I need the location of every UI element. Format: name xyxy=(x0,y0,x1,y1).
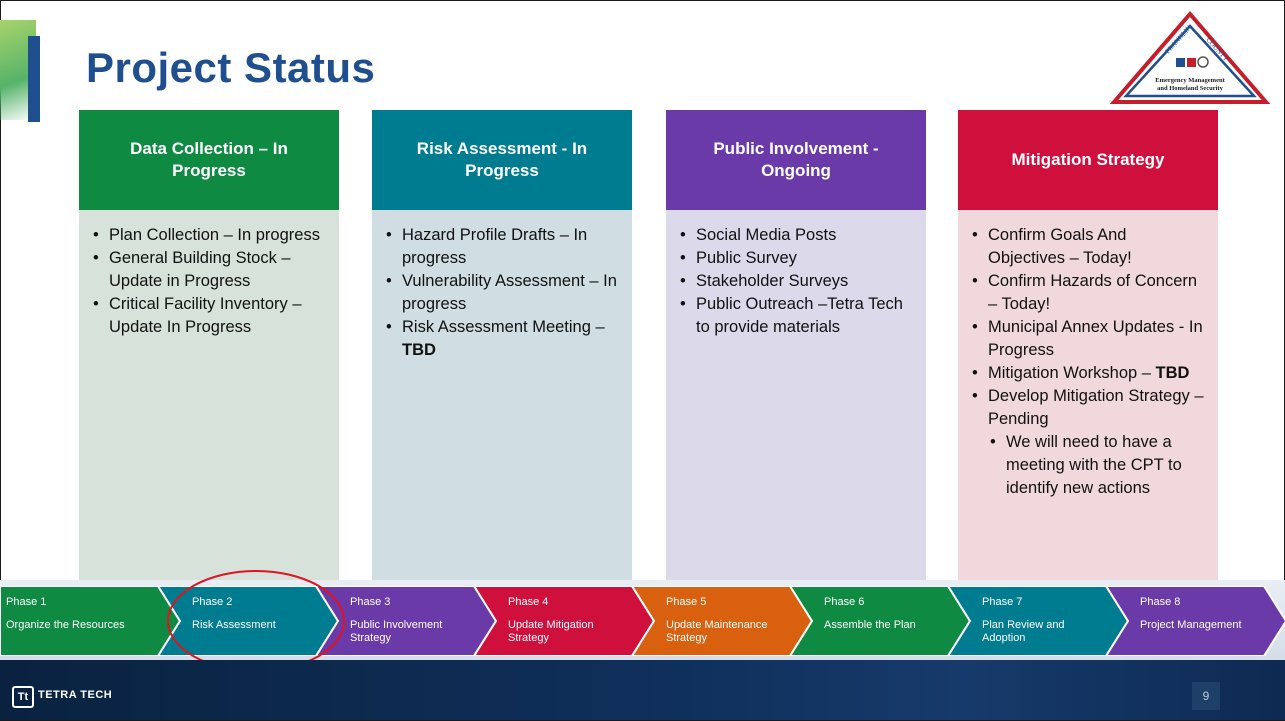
column-body-1: Plan Collection – In progressGeneral Bui… xyxy=(79,210,339,585)
status-item-text: Develop Mitigation Strategy – Pending xyxy=(988,387,1204,428)
phase-name: Risk Assessment xyxy=(192,619,276,631)
phase-number: Phase 4 xyxy=(508,596,549,608)
status-item-text: Social Media Posts xyxy=(696,226,837,244)
phase-chevron-8 xyxy=(1104,586,1285,656)
status-item-text: Critical Facility Inventory – Update In … xyxy=(109,295,302,336)
phase-name: Update Maintenance Strategy xyxy=(666,619,768,644)
status-item-text: General Building Stock – Update in Progr… xyxy=(109,249,291,290)
status-item: Stakeholder Surveys xyxy=(678,270,916,293)
column-header-4: Mitigation Strategy xyxy=(958,110,1218,210)
status-item: Risk Assessment Meeting – TBD xyxy=(384,316,622,362)
column-body-4: Confirm Goals And Objectives – Today! Con… xyxy=(958,210,1218,585)
status-item: Develop Mitigation Strategy – Pending xyxy=(970,385,1208,431)
phase-name: Plan Review and Adoption xyxy=(982,619,1065,644)
accent-bar xyxy=(28,36,40,122)
status-item-text: Stakeholder Surveys xyxy=(696,272,849,290)
status-item-text: Confirm Hazards of Concern – Today! xyxy=(988,272,1198,313)
status-item: Confirm Goals And Objectives – Today! xyxy=(970,224,1208,270)
status-item-text: Public Outreach –Tetra Tech to provide m… xyxy=(696,295,903,336)
status-item: Hazard Profile Drafts – In progress xyxy=(384,224,622,270)
phase-name: Assemble the Plan xyxy=(824,619,916,631)
logo-line1: Emergency Management xyxy=(1155,77,1225,84)
page-number: 9 xyxy=(1192,682,1220,710)
status-item-text: Hazard Profile Drafts – In progress xyxy=(402,226,588,267)
phase-number: Phase 3 xyxy=(350,596,391,608)
status-item: We will need to have a meeting with the … xyxy=(988,431,1208,500)
phase-chevron-7 xyxy=(946,586,1130,656)
status-item-text: Public Survey xyxy=(696,249,797,267)
phase-name: Organize the Resources xyxy=(6,619,125,631)
status-item: Municipal Annex Updates - In Progress xyxy=(970,316,1208,362)
phase-number: Phase 8 xyxy=(1140,596,1181,608)
status-item: Vulnerability Assessment – In progress xyxy=(384,270,622,316)
phase-name: Update Mitigation Strategy xyxy=(508,619,594,644)
column-header-3: Public Involvement - Ongoing xyxy=(666,110,926,210)
status-item-text: Risk Assessment Meeting – xyxy=(402,318,605,336)
phase-name: Public Involvement Strategy xyxy=(350,619,443,644)
status-item: Public Survey xyxy=(678,247,916,270)
status-item-text: Confirm Goals And Objectives – Today! xyxy=(988,226,1132,267)
status-item-text: We will need to have a meeting with the … xyxy=(1006,433,1182,497)
status-item: Mitigation Workshop – TBD xyxy=(970,362,1208,385)
county-logo: FRANKLIN COUNTY Emergency Management and… xyxy=(1110,10,1270,104)
phase-chevron-5 xyxy=(630,586,814,656)
status-item-emphasis: TBD xyxy=(402,341,436,359)
status-item: General Building Stock – Update in Progr… xyxy=(91,247,329,293)
company-name: TETRA TECH xyxy=(38,689,113,701)
column-header-1: Data Collection – In Progress xyxy=(79,110,339,210)
column-header-2: Risk Assessment - In Progress xyxy=(372,110,632,210)
footer-bar xyxy=(0,660,1285,720)
phase-number: Phase 6 xyxy=(824,596,865,608)
status-item: Social Media Posts xyxy=(678,224,916,247)
phase-number: Phase 2 xyxy=(192,596,233,608)
phase-chevron-4 xyxy=(472,586,656,656)
column-body-3: Social Media PostsPublic SurveyStakehold… xyxy=(666,210,926,585)
status-item: Critical Facility Inventory – Update In … xyxy=(91,293,329,339)
phase-name: Project Management xyxy=(1140,619,1242,631)
status-item-text: Municipal Annex Updates - In Progress xyxy=(988,318,1203,359)
status-item-text: Mitigation Workshop – xyxy=(988,364,1156,382)
status-item: Plan Collection – In progress xyxy=(91,224,329,247)
phase-chevron-6 xyxy=(788,586,972,656)
status-item-text: Vulnerability Assessment – In progress xyxy=(402,272,617,313)
status-item-text: Plan Collection – In progress xyxy=(109,226,320,244)
status-item: Public Outreach –Tetra Tech to provide m… xyxy=(678,293,916,339)
column-body-2: Hazard Profile Drafts – In progressVulne… xyxy=(372,210,632,585)
status-item: Confirm Hazards of Concern – Today! xyxy=(970,270,1208,316)
phase-number: Phase 7 xyxy=(982,596,1023,608)
phase-number: Phase 1 xyxy=(6,596,47,608)
tetra-tech-logo-icon: Tt xyxy=(12,686,34,708)
status-item-emphasis: TBD xyxy=(1155,364,1190,382)
page-title: Project Status xyxy=(86,44,376,91)
phase-number: Phase 5 xyxy=(666,596,707,608)
logo-line2: and Homeland Security xyxy=(1157,85,1223,92)
